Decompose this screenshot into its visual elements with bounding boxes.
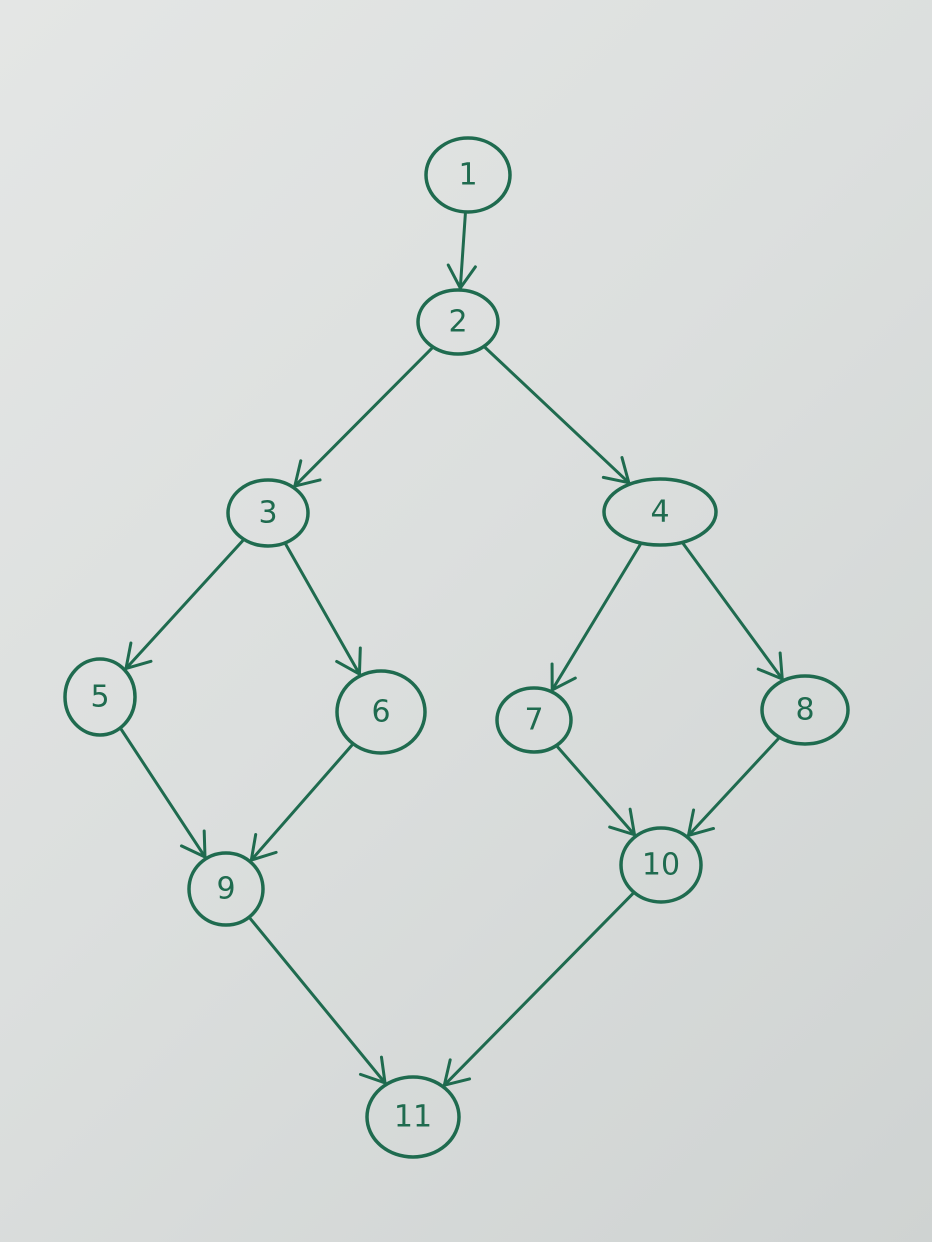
edge-3-to-5: [124, 539, 245, 671]
node-circle-1: [424, 136, 512, 214]
arrowhead-9-to-11: [358, 1055, 387, 1085]
nodes-layer: 1 2 3 4 5 6 7 8 9 10 11: [63, 136, 850, 1159]
arrowhead-1-to-2: [446, 263, 477, 290]
node-circle-5: [63, 657, 137, 737]
node-5: 5: [63, 657, 137, 737]
node-label-4: 4: [650, 495, 669, 530]
node-circle-3: [226, 478, 310, 548]
edges-layer: [119, 212, 784, 1087]
node-11: 11: [365, 1075, 461, 1159]
node-circle-7: [495, 686, 573, 754]
arrowhead-3-to-6: [335, 646, 362, 676]
node-label-10: 10: [642, 848, 680, 883]
edge-3-to-6: [284, 543, 361, 676]
node-circle-2: [416, 288, 500, 356]
node-1: 1: [424, 136, 512, 214]
node-circle-4: [602, 477, 718, 547]
arrowhead-7-to-10: [608, 807, 637, 837]
arrowhead-2-to-3: [293, 459, 322, 488]
node-3: 3: [226, 478, 310, 548]
node-label-8: 8: [795, 693, 814, 728]
arrowhead-5-to-9: [179, 829, 207, 859]
node-label-2: 2: [448, 305, 467, 340]
node-9: 9: [187, 851, 265, 927]
node-label-5: 5: [90, 680, 109, 715]
node-circle-10: [619, 826, 703, 904]
edge-9-to-11: [248, 917, 387, 1085]
node-4: 4: [602, 477, 718, 547]
edge-5-to-9: [119, 728, 207, 859]
node-7: 7: [495, 686, 573, 754]
node-circle-6: [335, 669, 427, 755]
edge-6-to-9: [249, 743, 354, 862]
edge-2-to-3: [293, 346, 434, 488]
arrowhead-10-to-11: [442, 1058, 472, 1087]
node-circle-9: [187, 851, 265, 927]
arrowhead-4-to-8: [756, 651, 784, 681]
arrowhead-4-to-7: [550, 662, 577, 692]
arrowhead-8-to-10: [686, 808, 715, 837]
node-circle-11: [365, 1075, 461, 1159]
arrowhead-3-to-5: [124, 641, 153, 671]
edge-2-to-4: [483, 346, 631, 485]
node-label-9: 9: [216, 872, 235, 907]
node-10: 10: [619, 826, 703, 904]
node-2: 2: [416, 288, 500, 356]
node-6: 6: [335, 669, 427, 755]
node-label-3: 3: [258, 496, 277, 531]
edge-1-to-2: [458, 212, 467, 290]
edge-4-to-8: [681, 542, 784, 681]
edge-4-to-7: [550, 543, 642, 692]
node-circle-8: [760, 674, 850, 746]
node-8: 8: [760, 674, 850, 746]
edge-8-to-10: [686, 737, 780, 837]
node-label-6: 6: [371, 695, 390, 730]
arrowhead-6-to-9: [249, 832, 278, 862]
node-label-1: 1: [458, 158, 477, 193]
node-label-11: 11: [394, 1100, 432, 1135]
edge-7-to-10: [556, 745, 637, 837]
node-label-7: 7: [524, 703, 543, 738]
edge-10-to-11: [442, 892, 635, 1087]
